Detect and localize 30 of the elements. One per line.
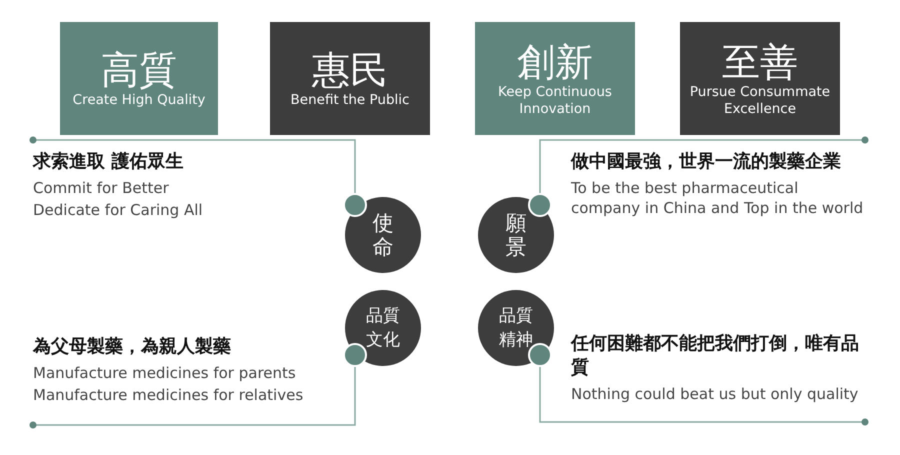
statement-heading: 做中國最強，世界一流的製藥企業 <box>571 150 842 174</box>
topic-label: 品質文化 <box>365 305 401 352</box>
connector-line <box>539 136 868 193</box>
value-subtitle: Create High Quality <box>72 92 206 109</box>
value-title: 惠民 <box>312 48 388 92</box>
topic-label: 願景 <box>504 211 528 259</box>
value-title: 至善 <box>722 40 798 84</box>
connector-line <box>30 136 356 193</box>
value-card <box>270 22 430 135</box>
value-title: 高質 <box>101 48 177 92</box>
value-title: 創新 <box>517 40 593 84</box>
statement-text: Commit for Better <box>33 178 170 198</box>
statement-text: Dedicate for Caring All <box>33 200 204 220</box>
value-card <box>680 22 840 135</box>
statement-heading: 為父母製藥，為親人製藥 <box>33 335 232 359</box>
connector-line <box>30 367 356 428</box>
connector-line <box>539 367 868 426</box>
statement-heading: 任何困難都不能把我們打倒，唯有品質 <box>571 332 860 380</box>
value-subtitle: Keep Continuous Innovation <box>497 84 613 118</box>
value-card <box>60 22 218 135</box>
value-subtitle: Benefit the Public <box>290 92 410 109</box>
statement-text: Nothing could beat us but only quality <box>571 384 860 404</box>
topic-label: 使命 <box>372 211 394 259</box>
statement-text: To be the best pharmaceutical company in China and Top in the world <box>571 178 864 218</box>
statement-text: Manufacture medicines for parents <box>33 363 297 383</box>
topic-label: 品質精神 <box>498 305 534 352</box>
value-subtitle: Pursue Consummate Excellence <box>688 84 832 118</box>
statement-text: Manufacture medicines for relatives <box>33 385 304 405</box>
value-card <box>475 22 635 135</box>
statement-heading: 求索進取 護佑眾生 <box>33 150 184 174</box>
